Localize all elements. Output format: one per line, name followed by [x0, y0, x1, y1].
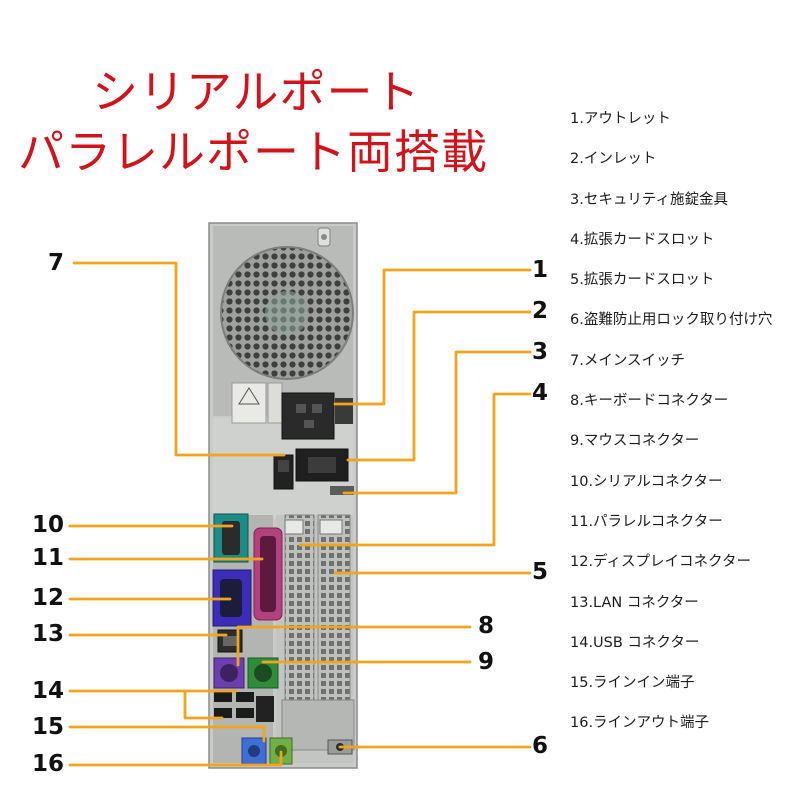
leader-line-15: [68, 725, 266, 743]
callout-number-11: 11: [32, 545, 65, 571]
legend-item: 6.盗難防止用ロック取り付け穴: [570, 312, 773, 329]
legend-item: 2.インレット: [570, 151, 657, 168]
usb-ports: [214, 692, 274, 722]
warning-stickers: [231, 382, 283, 424]
leader-line-4: [298, 392, 532, 547]
callout-number-3: 3: [532, 339, 549, 365]
legend-item: 7.メインスイッチ: [570, 352, 686, 369]
callout-number-12: 12: [32, 585, 65, 611]
callout-number-14: 14: [32, 678, 65, 704]
leader-line-16: [68, 750, 283, 767]
leader-line-8: [236, 625, 472, 667]
legend-item: 5.拡張カードスロット: [570, 272, 715, 289]
legend-item: 4.拡張カードスロット: [570, 231, 715, 248]
power-outlet: [281, 392, 335, 440]
callout-number-16: 16: [32, 751, 65, 777]
legend-item: 15.ラインイン端子: [570, 675, 695, 692]
legend-item: 9.マウスコネクター: [570, 433, 700, 450]
legend-list: 1.アウトレット 2.インレット 3.セキュリティ施錠金具 4.拡張カードスロッ…: [570, 106, 772, 751]
callout-number-13: 13: [32, 621, 65, 647]
legend-item: 16.ラインアウト端子: [570, 715, 710, 732]
legend-item: 12.ディスプレイコネクター: [570, 554, 751, 571]
leader-line-14: [68, 689, 224, 720]
parallel-port: [253, 527, 283, 621]
callout-number-2: 2: [532, 298, 549, 324]
leader-line-3: [342, 350, 532, 495]
legend-item: 14.USB コネクター: [570, 634, 700, 651]
callout-number-7: 7: [48, 250, 65, 276]
headline-line-1: シリアルポート: [92, 65, 421, 119]
callout-number-10: 10: [32, 512, 65, 538]
callout-number-15: 15: [32, 714, 65, 740]
callout-number-8: 8: [478, 613, 495, 639]
legend-item: 8.キーボードコネクター: [570, 393, 729, 410]
legend-item: 1.アウトレット: [570, 111, 671, 127]
legend-item: 11.パラレルコネクター: [570, 513, 723, 530]
leader-line-2: [346, 310, 532, 462]
leader-line-1: [333, 268, 532, 406]
power-inlet: [295, 448, 349, 482]
callout-number-4: 4: [532, 380, 549, 406]
leader-line-7: [72, 261, 286, 457]
fan-grille: [220, 227, 354, 380]
callout-number-5: 5: [532, 559, 549, 585]
main-switch: [273, 454, 294, 490]
serial-port: [213, 513, 249, 563]
headline-line-2: パラレルポート両搭載: [18, 125, 488, 179]
callout-number-1: 1: [532, 257, 549, 283]
leader-lines: [68, 261, 532, 767]
legend-item: 10.シリアルコネクター: [570, 473, 723, 490]
expansion-slots: [281, 514, 355, 751]
callout-number-6: 6: [532, 733, 549, 759]
legend-item: 3.セキュリティ施錠金具: [570, 191, 728, 208]
legend-item: 13.LAN コネクター: [570, 594, 699, 611]
callout-number-9: 9: [478, 649, 495, 675]
